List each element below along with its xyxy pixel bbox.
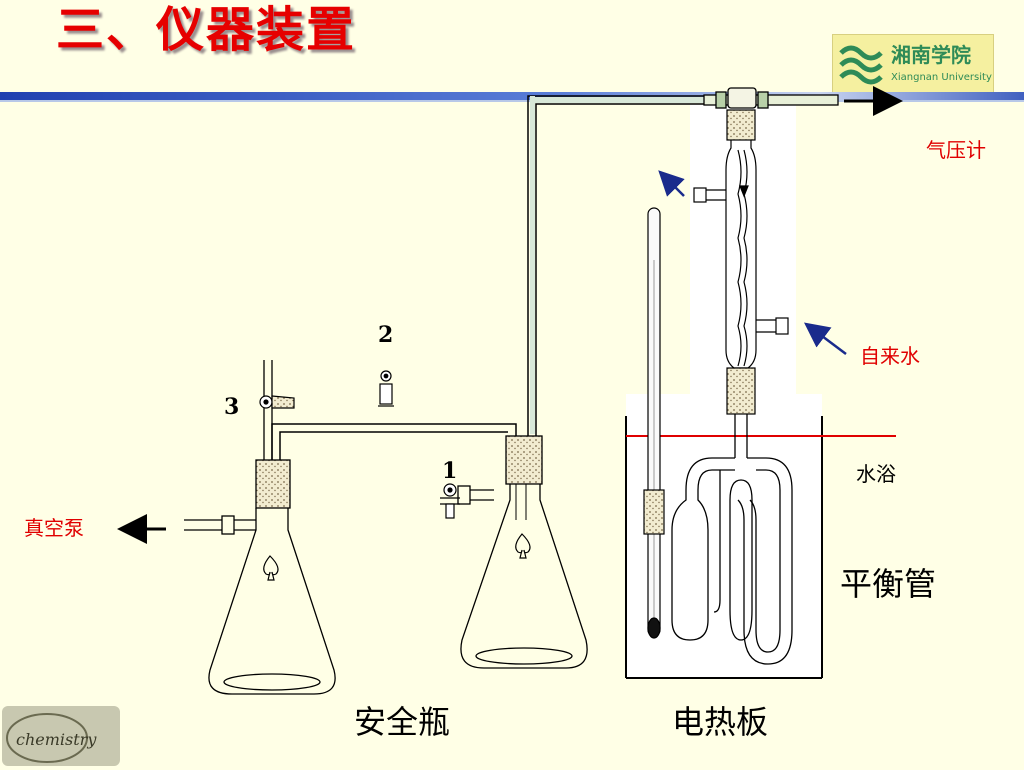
vacuum-line-top [527,95,706,436]
spade-mark-left-icon [263,555,279,581]
valve-3-icon [259,395,295,409]
water-in-arrow-icon [804,322,847,355]
valve-label-2: 2 [378,322,394,348]
label-barometer: 气压计 [926,138,986,162]
spade-mark-right-icon [515,533,531,559]
corner-logo: chemistry [2,706,120,766]
valve-1-icon [440,483,460,519]
label-hot-plate: 电热板 [672,703,769,741]
valve-label-1: 1 [442,458,458,484]
condenser [693,109,789,415]
logo-mark-icon [839,45,883,85]
page-title: 三、仪器装置 [56,2,357,58]
connecting-tube [271,423,517,460]
water-bath-beaker [625,416,823,679]
header-bar [0,92,1024,100]
water-out-arrow-icon [658,170,685,197]
label-water-bath: 水浴 [856,462,896,486]
corner-logo-text: chemistry [16,730,97,749]
label-tap-water: 自来水 [860,344,920,368]
thermometer [643,207,665,639]
logo-name: 湘南学院 [891,43,971,67]
valve-label-3: 3 [224,394,240,420]
valve-2-icon [378,370,394,407]
top-connector [703,87,839,109]
label-balance-tube: 平衡管 [840,565,937,603]
balance-tube [671,414,793,665]
logo-subtitle: Xiangnan University [891,72,992,83]
label-safety-bottle: 安全瓶 [354,703,451,741]
safety-bottle [457,435,588,669]
corner-logo-icon [6,713,88,763]
label-vacuum-pump: 真空泵 [24,516,84,540]
left-flask [184,360,336,695]
header-logo: 湘南学院 Xiangnan University [832,34,994,96]
